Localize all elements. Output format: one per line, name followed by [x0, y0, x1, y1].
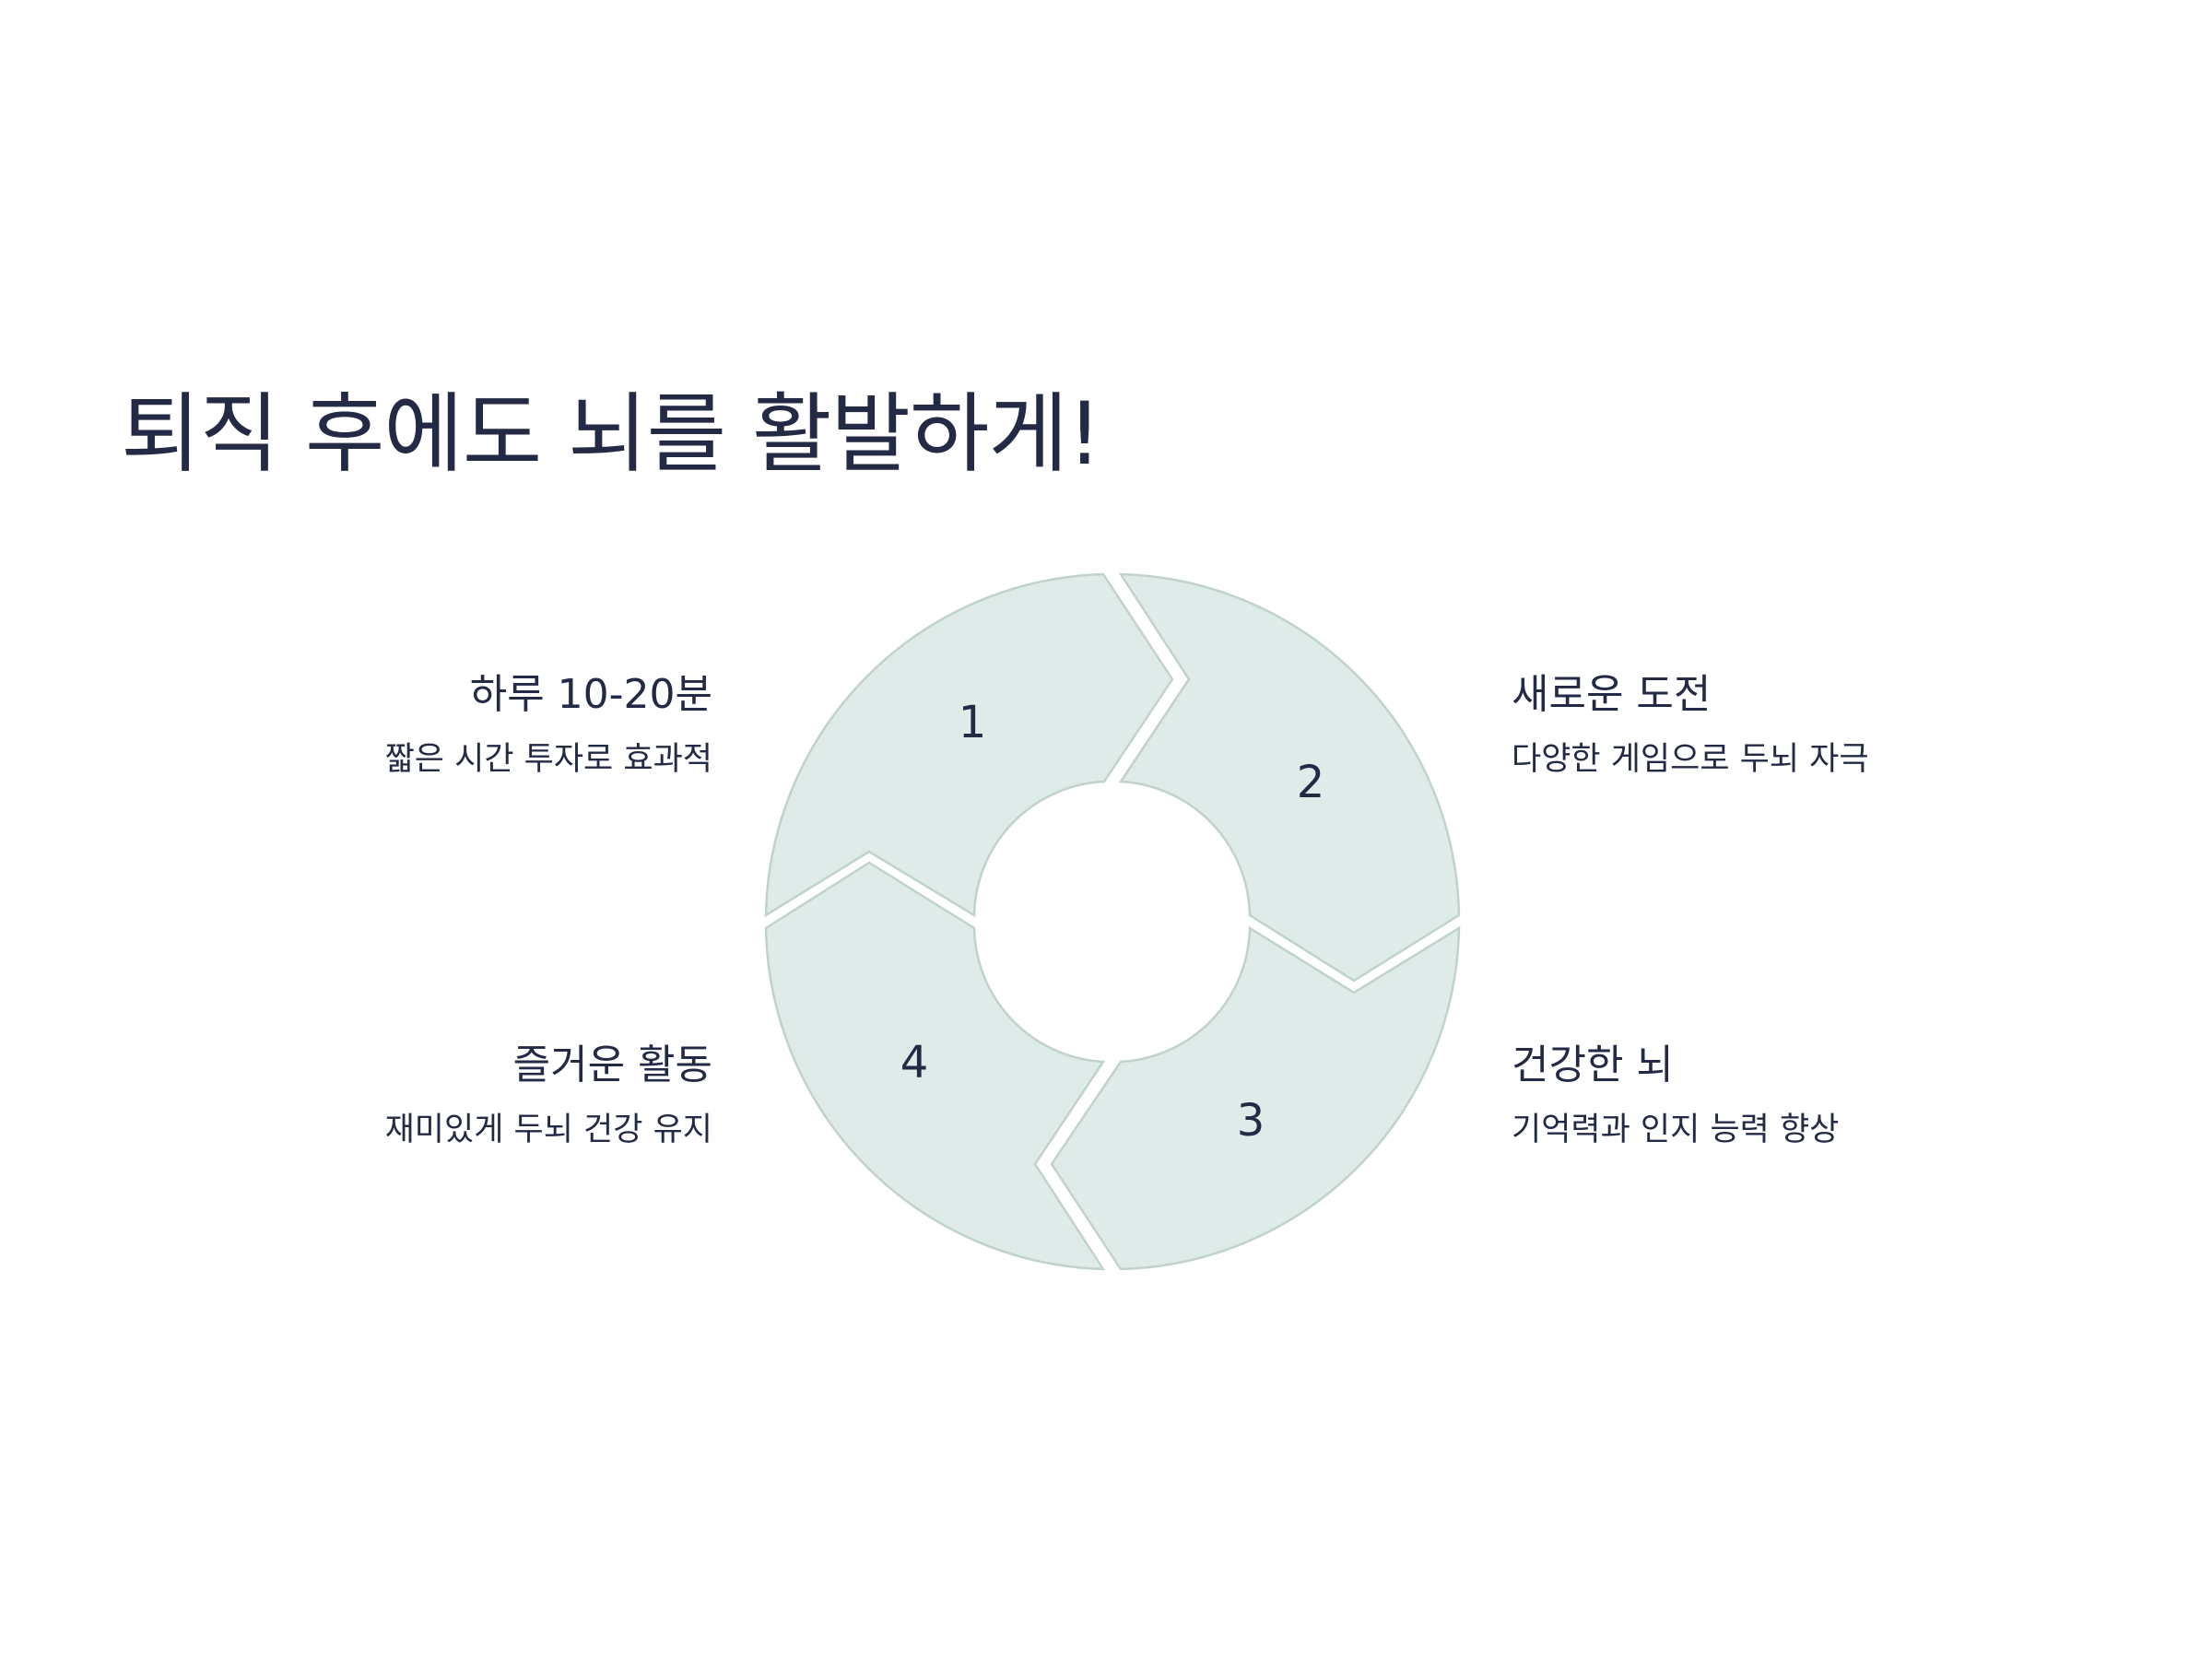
step-description-3: 기억력과 인지 능력 향상	[1512, 1112, 1840, 1148]
step-heading-2: 새로운 도전	[1512, 671, 1712, 718]
step-description-1: 짧은 시간 투자로 효과적	[384, 741, 712, 778]
step-number-1: 1	[959, 697, 987, 748]
page-title: 퇴직 후에도 뇌를 활발하게!	[121, 384, 1102, 485]
cycle-segment-2	[1118, 572, 1461, 982]
step-number-4: 4	[900, 1037, 929, 1088]
step-label-3: 건강한 뇌 기억력과 인지 능력 향상	[1512, 1040, 1839, 1150]
cycle-segment-1	[764, 572, 1174, 918]
cycle-segment-3	[1050, 925, 1461, 1271]
step-description-4: 재미있게 두뇌 건강 유지	[384, 1112, 712, 1148]
step-label-4: 즐거운 활동 재미있게 두뇌 건강 유지	[385, 1040, 712, 1150]
cycle-segment-4	[764, 861, 1106, 1271]
step-heading-4: 즐거운 활동	[512, 1041, 712, 1088]
step-label-1: 하루 10-20분 짧은 시간 투자로 효과적	[385, 669, 712, 780]
step-heading-3: 건강한 뇌	[1512, 1041, 1674, 1088]
step-number-3: 3	[1237, 1095, 1265, 1147]
step-number-2: 2	[1297, 757, 1325, 808]
step-label-2: 새로운 도전 다양한 게임으로 두뇌 자극	[1512, 669, 1869, 780]
step-heading-1: 하루 10-20분	[469, 671, 712, 718]
step-description-2: 다양한 게임으로 두뇌 자극	[1512, 741, 1869, 778]
